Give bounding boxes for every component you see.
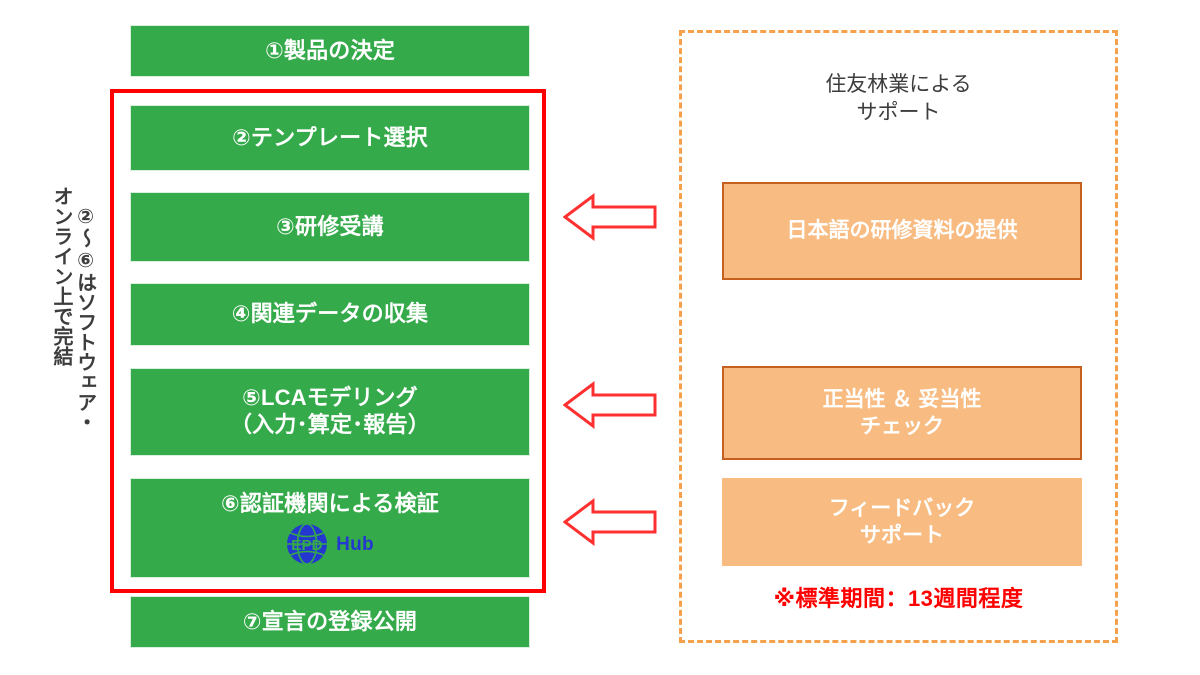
online-steps-highlight-frame [110,89,546,593]
arrow-to-step-5 [562,380,657,430]
support-item-1[interactable]: 日本語の研修資料の提供 [722,182,1082,280]
support-item-3[interactable]: フィードバック サポート [722,478,1082,566]
process-step-2[interactable]: ②テンプレート選択 [130,105,530,171]
process-step-1[interactable]: ①製品の決定 [130,25,530,77]
process-step-7-label: ⑦宣言の登録公開 [242,608,418,634]
arrow-to-step-6 [562,497,657,547]
epd-hub-logo[interactable]: EPD Hub [286,523,374,566]
epd-hub-word: Hub [336,533,374,555]
process-step-3[interactable]: ③研修受講 [130,192,530,262]
support-item-3-label-line2: サポート [860,524,944,547]
process-step-3-label: ③研修受講 [276,213,384,239]
process-step-4[interactable]: ④関連データの収集 [130,283,530,346]
support-item-2-label-line2: チェック [859,415,944,438]
support-panel-title: 住友林業による サポート [682,71,1115,128]
process-step-7[interactable]: ⑦宣言の登録公開 [130,596,530,648]
process-step-4-label: ④関連データの収集 [231,301,429,327]
support-item-2-label: 正当性 ＆ 妥当性 [822,387,982,411]
support-item-3-label-wrap: フィードバック サポート [829,495,976,550]
process-step-5-label-line2: （入力･算定･報告） [229,412,430,437]
process-step-2-label: ②テンプレート選択 [232,124,428,150]
support-panel: 住友林業による サポート 日本語の研修資料の提供 正当性 ＆ 妥当性 チェック … [679,30,1118,643]
process-step-6[interactable]: ⑥認証機関による検証 EPD Hub [130,478,530,578]
support-panel-title-line1: 住友林業による [825,73,972,96]
process-step-5-label-wrap: ⑤LCAモデリング （入力･算定･報告） [230,385,430,439]
support-item-1-label: 日本語の研修資料の提供 [786,219,1018,243]
process-step-6-label: ⑥認証機関による検証 [221,490,439,516]
software-online-note-col-right: ②～⑥はソフトウェア・ [73,204,96,432]
process-step-5-label: ⑤LCAモデリング [242,385,418,411]
support-item-3-label: フィードバック [828,496,976,520]
software-online-note: ②～⑥はソフトウェア・ オンライン上で完結 [34,186,110,606]
globe-icon: EPD [286,523,328,566]
epd-globe-text: EPD [291,537,322,554]
support-panel-title-line2: サポート [856,101,941,125]
support-item-2-label-wrap: 正当性 ＆ 妥当性 チェック [823,386,982,441]
process-step-1-label: ①製品の決定 [265,37,395,63]
software-online-note-col-left: オンライン上で完結 [50,186,72,366]
support-item-2[interactable]: 正当性 ＆ 妥当性 チェック [722,366,1082,460]
process-step-5[interactable]: ⑤LCAモデリング （入力･算定･報告） [130,368,530,456]
arrow-to-step-3 [562,192,657,242]
standard-duration-note: ※標準期間：13週間程度 [773,586,1024,611]
